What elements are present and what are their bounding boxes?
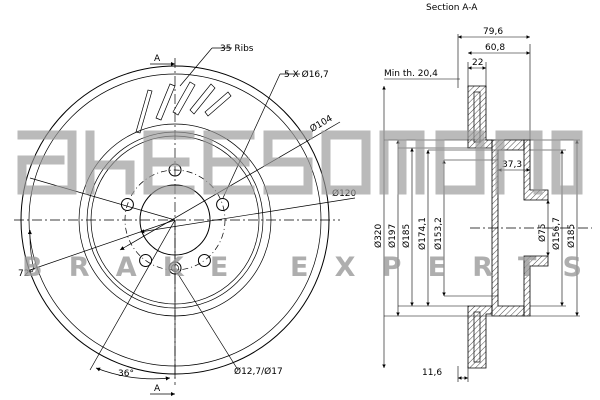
bolt-hole <box>139 254 153 267</box>
angle-72-arc <box>27 229 35 271</box>
dim-153-label: Ø153,2 <box>433 217 444 250</box>
front-view: 35 Ribs 5 X Ø16,7 Ø104 Ø120 Ø12,7/Ø17 72… <box>14 44 357 397</box>
dim-75-label: Ø75 <box>537 223 548 242</box>
section-marker-top: A <box>154 54 161 64</box>
bolt-holes <box>120 163 230 267</box>
min-thickness-label: Min th. 20,4 <box>384 69 438 79</box>
angle-72-label: 72° <box>18 269 34 279</box>
watermark: BRAKE EXPERTS <box>17 130 583 283</box>
ribs-cutout <box>135 81 232 134</box>
angle-72-ray-2 <box>29 219 176 271</box>
ribs-leader <box>179 47 213 87</box>
dim-11-6-label: 11,6 <box>422 368 442 378</box>
angle-36-arc <box>95 367 171 381</box>
holes-label: 5 X Ø16,7 <box>284 69 329 80</box>
dim-22-label: 22 <box>472 58 483 68</box>
center-bore-dim-line <box>139 197 356 234</box>
dim-197-label: Ø197 <box>387 224 398 248</box>
bolt-hole <box>216 198 230 211</box>
dim-320-label: Ø320 <box>373 223 384 248</box>
dim-185-label: Ø185 <box>401 224 412 248</box>
dim-174-label: Ø174,1 <box>417 217 428 250</box>
dim-185-right-label: Ø185 <box>566 224 577 248</box>
brand-tagline: BRAKE EXPERTS <box>22 252 582 283</box>
dim-37-3-label: 37,3 <box>502 160 522 170</box>
ribs-label: 35 Ribs <box>220 44 254 54</box>
bolt-hole <box>197 254 211 267</box>
dim-60-8-label: 60,8 <box>485 43 505 53</box>
small-hole-leader <box>177 273 239 371</box>
dim-79-6-label: 79,6 <box>483 27 503 37</box>
angle-72-ray <box>29 177 176 221</box>
section-title: Section A-A <box>426 3 478 13</box>
dim-156-label: Ø156,7 <box>551 217 562 250</box>
brand-logo <box>17 130 583 195</box>
angle-36-ray <box>89 219 176 371</box>
small-hole-label: Ø12,7/Ø17 <box>234 366 283 377</box>
angle-36-label: 36° <box>118 369 134 379</box>
section-view: Section A-A 79,6 60,8 22 Min th. 20,4 37… <box>373 3 592 382</box>
section-marker-bottom: A <box>154 384 161 394</box>
